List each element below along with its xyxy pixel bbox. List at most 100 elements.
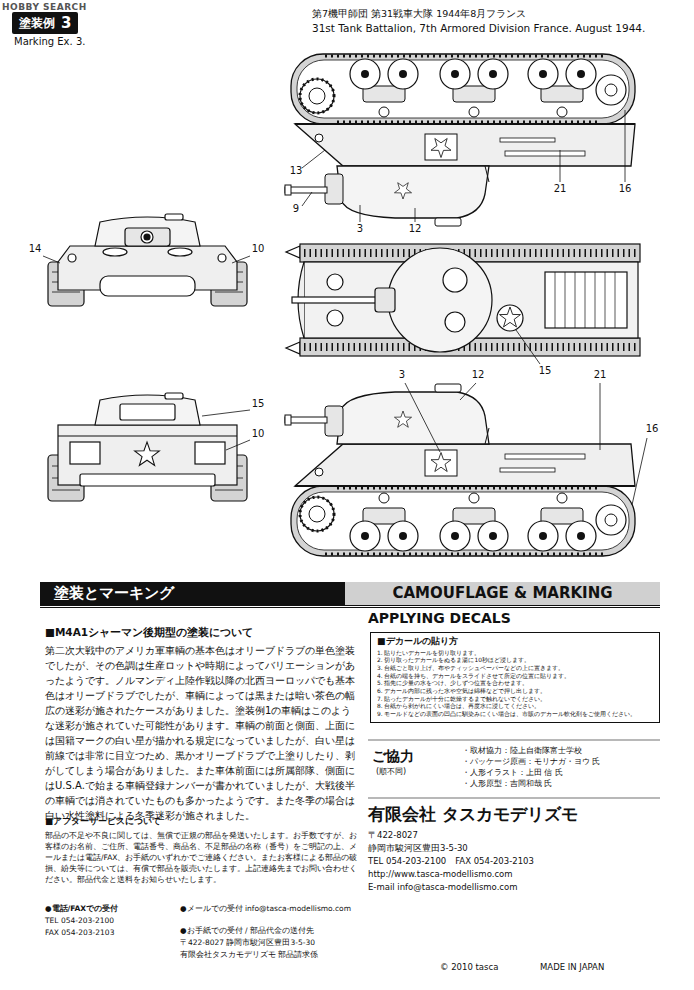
side-view-right: [285, 384, 635, 556]
front-view: [68, 254, 76, 262]
leader-lines: [600, 383, 601, 450]
callout-number: 16: [617, 183, 633, 196]
top-view: [327, 310, 343, 326]
leader-lines: [232, 256, 250, 263]
rear-view: [70, 442, 100, 464]
step-text: 2. 切り取ったデカールをぬるま湯に10秒ほど浸します。: [377, 657, 653, 665]
leader-lines: [632, 438, 647, 505]
top-view: [286, 342, 300, 354]
rear-view: [58, 435, 237, 436]
address-line: TEL 054-203-2100 FAX 054-203-2103: [368, 856, 668, 867]
contact-line: ●お手紙での受付 / 部品代金の送付先: [180, 926, 360, 935]
contact-line: TEL 054-203-2100: [45, 916, 175, 925]
step-text: 5. 指先に少量の水をつけ、少しずつ位置を合わせます。: [377, 680, 653, 688]
credits-heading: ご協力: [372, 748, 452, 766]
rule-lines: [368, 740, 660, 741]
company-name: 有限会社 タスカモデリズモ: [368, 804, 668, 825]
step-text: 1. 貼りたいデカールを切り取ります。: [377, 650, 653, 658]
section-heading-en: APPLYING DECALS: [368, 610, 658, 628]
callout-number: 15: [250, 398, 266, 411]
side-view-left: [285, 54, 635, 226]
callout-number: 3: [352, 223, 368, 236]
badge-number: 3: [61, 14, 71, 32]
address-line: E-mail info@tasca-modellismo.com: [368, 882, 668, 893]
leader-lines: [302, 192, 312, 206]
rear-view: [80, 474, 215, 486]
step-text: 3. 台紙ごと取り上げ、布やティッシュペーパーなどの上に置きます。: [377, 665, 653, 673]
callout-number: 10: [250, 428, 266, 441]
leader-lines: [43, 110, 647, 505]
rear-view: [48, 393, 247, 501]
leader-lines: [415, 208, 416, 222]
leader-lines: [43, 256, 60, 263]
top-view: [443, 268, 467, 292]
marking-subtitle: Marking Ex. 3.: [14, 36, 134, 49]
contact-line: 有限会社タスカモデリズモ 部品請求係: [180, 950, 360, 959]
top-view: [388, 248, 492, 352]
step-text: 8. 台紙から剥がれにくい場合は、再度水に浸してください。: [377, 703, 653, 711]
rear-view: [195, 442, 225, 464]
front-view: [141, 231, 153, 243]
top-view: [445, 312, 465, 332]
callout-number: 14: [27, 243, 43, 256]
leader-lines: [460, 383, 476, 400]
body-paragraph: 第二次大戦中のアメリカ軍車輌の基本色はオリーブドラブの単色塗装でしたが、その色調…: [45, 643, 359, 823]
rear-view: [165, 393, 183, 399]
callout-number: 9: [288, 203, 304, 216]
body-paragraph: 部品の不足や不良に関しては、無償で正規の部品を発送いたします。お手数ですが、お客…: [45, 830, 359, 885]
step-text: 4. 台紙の端を持ち、デカールをスライドさせて所定の位置に貼ります。: [377, 673, 653, 681]
front-view: [168, 248, 192, 256]
contact-line: ●メールでの受付 info@tasca-modellismo.com: [180, 904, 360, 913]
top-view: [497, 305, 523, 331]
copyright: © 2010 tasca: [440, 962, 535, 973]
side-view-left: [285, 54, 635, 226]
rule-lines: [368, 798, 660, 799]
rear-view: [135, 442, 160, 466]
leader-lines: [625, 110, 626, 182]
section-heading: ■M4A1シャーマン後期型の塗装について: [45, 626, 360, 639]
decal-steps-box: ■デカールの貼り方 1. 貼りたいデカールを切り取ります。2. 切り取ったデカール…: [370, 632, 660, 723]
front-view: [144, 234, 150, 240]
callout-number: 10: [250, 243, 266, 256]
front-view: [218, 254, 226, 262]
callout-number: 16: [644, 423, 660, 436]
address-line: 静岡市駿河区豊田3-5-30: [368, 843, 668, 854]
unit-title-ja: 第7機甲師団 第31戦車大隊 1944年8月フランス: [312, 8, 690, 20]
leader-lines: [202, 410, 250, 416]
section-banner: 塗装とマーキングCAMOUFLAGE & MARKING: [40, 582, 660, 608]
rear-view: [95, 395, 200, 425]
leader-lines: [405, 383, 440, 452]
rear-view: [58, 425, 237, 485]
leader-lines: [360, 205, 361, 222]
contact-line: FAX 054-203-2103: [45, 928, 175, 937]
front-view: [48, 214, 247, 306]
credit-line: ・人形イラスト：上田 信 氏: [462, 768, 662, 777]
unit-title-en: 31st Tank Battalion, 7th Armored Divisio…: [312, 22, 690, 35]
contact-line: ●電話/FAXでの受付: [45, 904, 175, 913]
leader-lines: [226, 440, 250, 450]
callout-number: 21: [592, 369, 608, 382]
top-view: [286, 244, 640, 356]
callout-number: 15: [537, 365, 553, 378]
top-view: [555, 272, 615, 328]
credit-line: ・取材協力：陸上自衛隊富士学校: [462, 746, 662, 755]
leader-lines: [516, 330, 540, 364]
front-view: [100, 276, 195, 296]
section-heading: ■アフターサービスについて: [45, 816, 360, 827]
box-heading: ■デカールの貼り方: [377, 636, 653, 648]
front-view: [165, 214, 183, 220]
callout-number: 13: [288, 165, 304, 178]
rear-view: [120, 404, 175, 420]
top-view: [375, 288, 395, 312]
top-view: [500, 307, 521, 327]
address-line: http://www.tasca-modellismo.com: [368, 869, 668, 880]
credit-line: ・人形原型：吉岡和哉 氏: [462, 779, 662, 788]
origin-note: MADE IN JAPAN: [540, 962, 650, 973]
marking-badge: 塗装例 3: [12, 12, 78, 34]
contact-line: 〒422-8027 静岡市駿河区豊田3-5-30: [180, 938, 360, 947]
badge-label: 塗装例: [19, 15, 55, 32]
address-line: 〒422-8027: [368, 830, 668, 841]
callout-number: 21: [552, 183, 568, 196]
